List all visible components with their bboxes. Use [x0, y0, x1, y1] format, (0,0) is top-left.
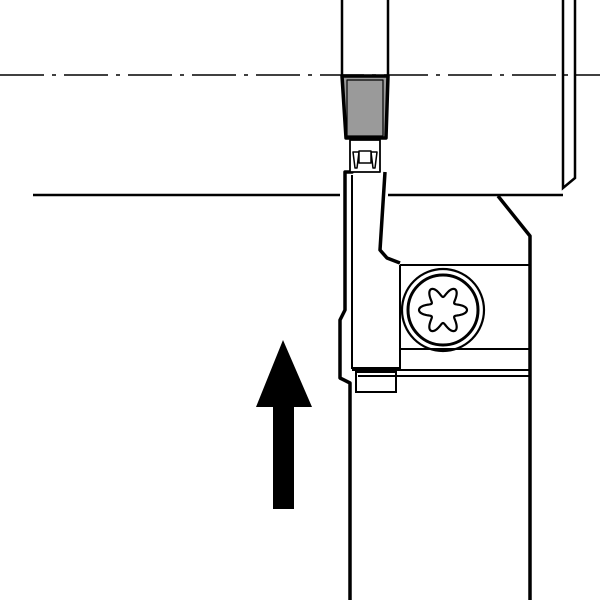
- holder-jaw: [378, 171, 401, 265]
- screw-head: [406, 273, 480, 347]
- insert-chipbreaker-2: [370, 151, 378, 169]
- clamp-block-outline: [351, 175, 401, 369]
- insert: [340, 74, 390, 173]
- holder-outline-right: [496, 194, 532, 600]
- torx-screw-icon: [400, 267, 486, 353]
- insert-tip-face: [346, 79, 384, 137]
- feed-arrow: [256, 340, 312, 509]
- insert-chipbreaker-center: [358, 150, 372, 164]
- arrow-up-icon: [256, 340, 312, 509]
- workpiece: [33, 0, 577, 197]
- insert-chipbreaker: [352, 151, 360, 169]
- clamp-area: [351, 175, 530, 393]
- screw-outer-ring: [400, 267, 486, 353]
- clamp-step: [356, 376, 397, 393]
- workpiece-right-edge: [561, 0, 577, 191]
- holder-outline-left: [338, 143, 354, 600]
- torx-socket: [417, 287, 469, 333]
